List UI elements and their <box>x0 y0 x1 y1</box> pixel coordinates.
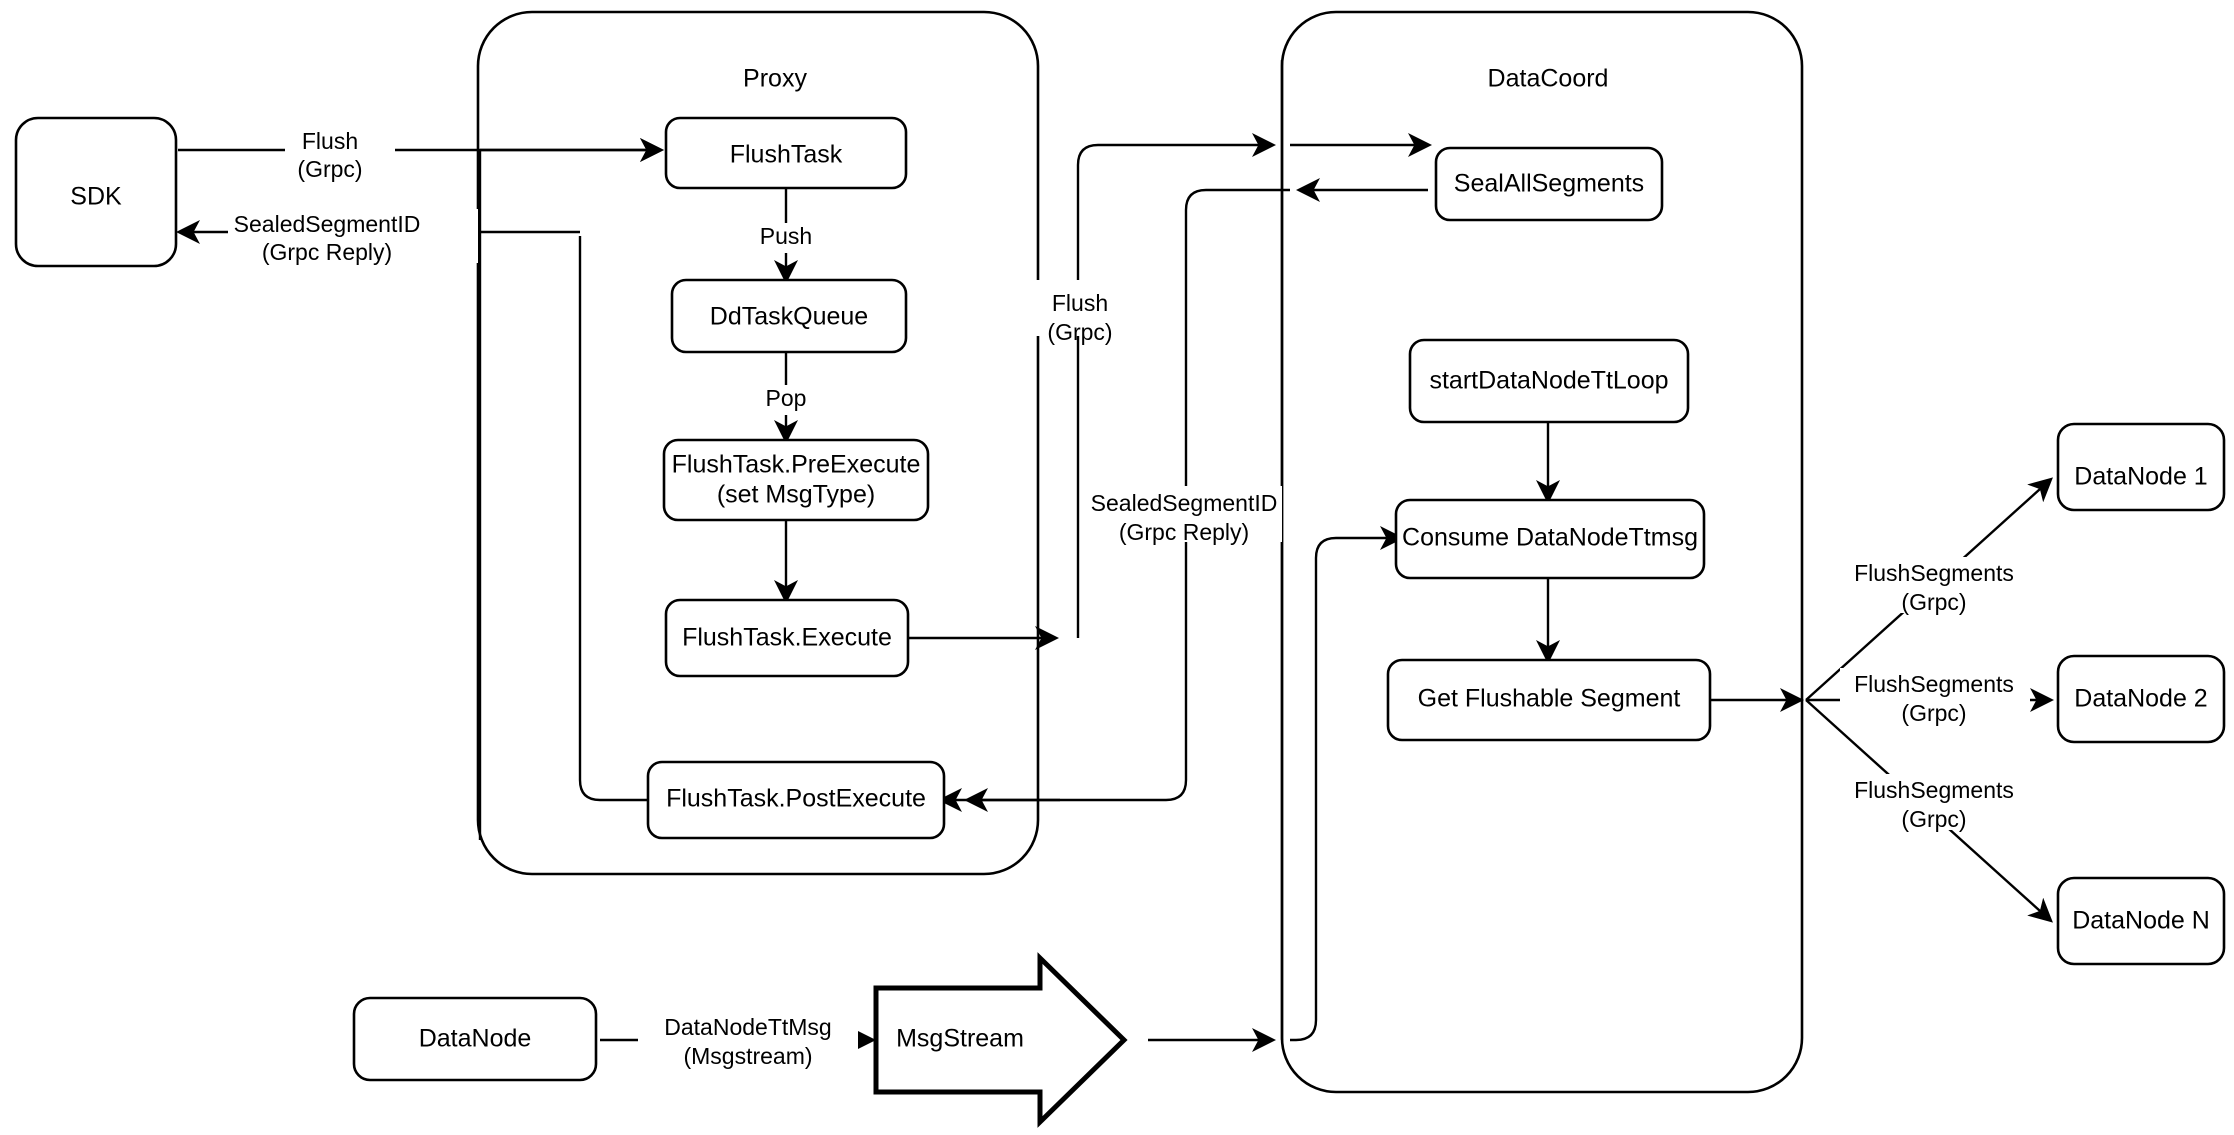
node-flushtask-postexecute-label: FlushTask.PostExecute <box>666 785 926 813</box>
edge-label-flushseg1-line2: (Grpc) <box>1901 589 1966 615</box>
edge-label-flushseg2-line2: (Grpc) <box>1901 700 1966 726</box>
edge-label-sdk-flush-line2: (Grpc) <box>297 156 362 182</box>
edge-label-proxy-flush-line2: (Grpc) <box>1047 319 1112 345</box>
edge-label-sdk-reply-line2: (Grpc Reply) <box>262 239 392 265</box>
edge-label-bg-pop <box>752 385 820 415</box>
edge-flushrail-up <box>1076 133 1276 639</box>
node-datanode-source[interactable] <box>352 996 598 1082</box>
node-flushtask-preexecute[interactable] <box>662 438 930 522</box>
edge-label-bg-sdk-reply <box>228 209 478 263</box>
edge-label-bg-ttmsg <box>638 1012 858 1068</box>
edge-label-bg-proxy-reply <box>1092 486 1282 542</box>
node-flushtask-postexecute[interactable] <box>646 760 946 840</box>
node-get-flushable-segment[interactable] <box>1386 658 1712 742</box>
edge-label-flushseg2-line1: FlushSegments <box>1854 671 2014 697</box>
edge-label-proxy-flush-line1: Flush <box>1052 290 1108 316</box>
node-sealallsegments-label: SealAllSegments <box>1454 170 1644 198</box>
node-flushtask-preexecute-label-line2: (set MsgType) <box>717 481 875 509</box>
edge-datacoord-ttmsg-up-to-consume <box>1290 526 1404 1042</box>
edge-label-bg-flushseg2 <box>1840 668 2030 724</box>
node-datanode-2[interactable] <box>2056 654 2226 744</box>
node-flushtask-execute[interactable] <box>664 598 910 678</box>
edge-label-bg-push <box>748 223 824 253</box>
node-flushtask[interactable] <box>664 116 908 190</box>
group-proxy <box>476 10 1040 876</box>
edge-label-sdk-reply-line1: SealedSegmentID <box>234 211 421 237</box>
node-sdk[interactable] <box>14 116 178 268</box>
edge-label-bg-flushsegn <box>1840 774 2030 830</box>
node-startdatanodettloop-label: startDataNodeTtLoop <box>1429 367 1668 395</box>
node-consume-datanodettmsg[interactable] <box>1394 498 1706 580</box>
node-consume-datanodettmsg-label: Consume DataNodeTtmsg <box>1402 524 1698 552</box>
node-sealallsegments[interactable] <box>1434 146 1664 222</box>
node-ddtaskqueue[interactable] <box>670 278 908 354</box>
node-datanode-n[interactable] <box>2056 876 2226 966</box>
edge-label-pop: Pop <box>766 385 807 411</box>
edge-label-flushsegn-line1: FlushSegments <box>1854 777 2014 803</box>
edge-label-bg-proxy-flush <box>1030 280 1130 336</box>
node-datanode-1[interactable] <box>2056 422 2226 512</box>
group-datacoord-label: DataCoord <box>1488 65 1609 93</box>
edge-label-bg-sdk-flush <box>285 126 395 180</box>
node-datanode-source-label: DataNode <box>419 1025 532 1053</box>
edge-label-flushsegn-line2: (Grpc) <box>1901 806 1966 832</box>
node-msgstream-block-arrow[interactable] <box>873 952 1128 1128</box>
node-flushtask-label: FlushTask <box>730 141 843 169</box>
edge-label-sdk-flush-line1: Flush <box>302 128 358 154</box>
node-datanode-2-label: DataNode 2 <box>2074 685 2207 713</box>
edge-label-flushseg1-line1: FlushSegments <box>1854 560 2014 586</box>
edge-label-ttmsg-line2: (Msgstream) <box>683 1043 812 1069</box>
group-proxy-label: Proxy <box>743 65 807 93</box>
node-flushtask-execute-label: FlushTask.Execute <box>682 624 892 652</box>
edge-label-proxy-reply-line2: (Grpc Reply) <box>1119 519 1249 545</box>
node-flushtask-preexecute-label-line1: FlushTask.PreExecute <box>672 451 921 479</box>
node-datanode-1-label: DataNode 1 <box>2074 463 2207 491</box>
node-ddtaskqueue-label: DdTaskQueue <box>710 303 868 331</box>
edge-postexecute-to-reply-rail <box>578 236 648 802</box>
edge-label-ttmsg-line1: DataNodeTtMsg <box>664 1014 831 1040</box>
node-msgstream-label: MsgStream <box>896 1025 1024 1053</box>
node-startdatanodettloop[interactable] <box>1408 338 1690 424</box>
node-sdk-label: SDK <box>70 183 122 211</box>
edge-label-bg-flushseg1 <box>1840 557 2030 613</box>
node-datanode-n-label: DataNode N <box>2072 907 2210 935</box>
edge-label-push: Push <box>760 223 812 249</box>
node-get-flushable-segment-label: Get Flushable Segment <box>1418 685 1681 713</box>
edge-label-proxy-reply-line1: SealedSegmentID <box>1091 490 1278 516</box>
